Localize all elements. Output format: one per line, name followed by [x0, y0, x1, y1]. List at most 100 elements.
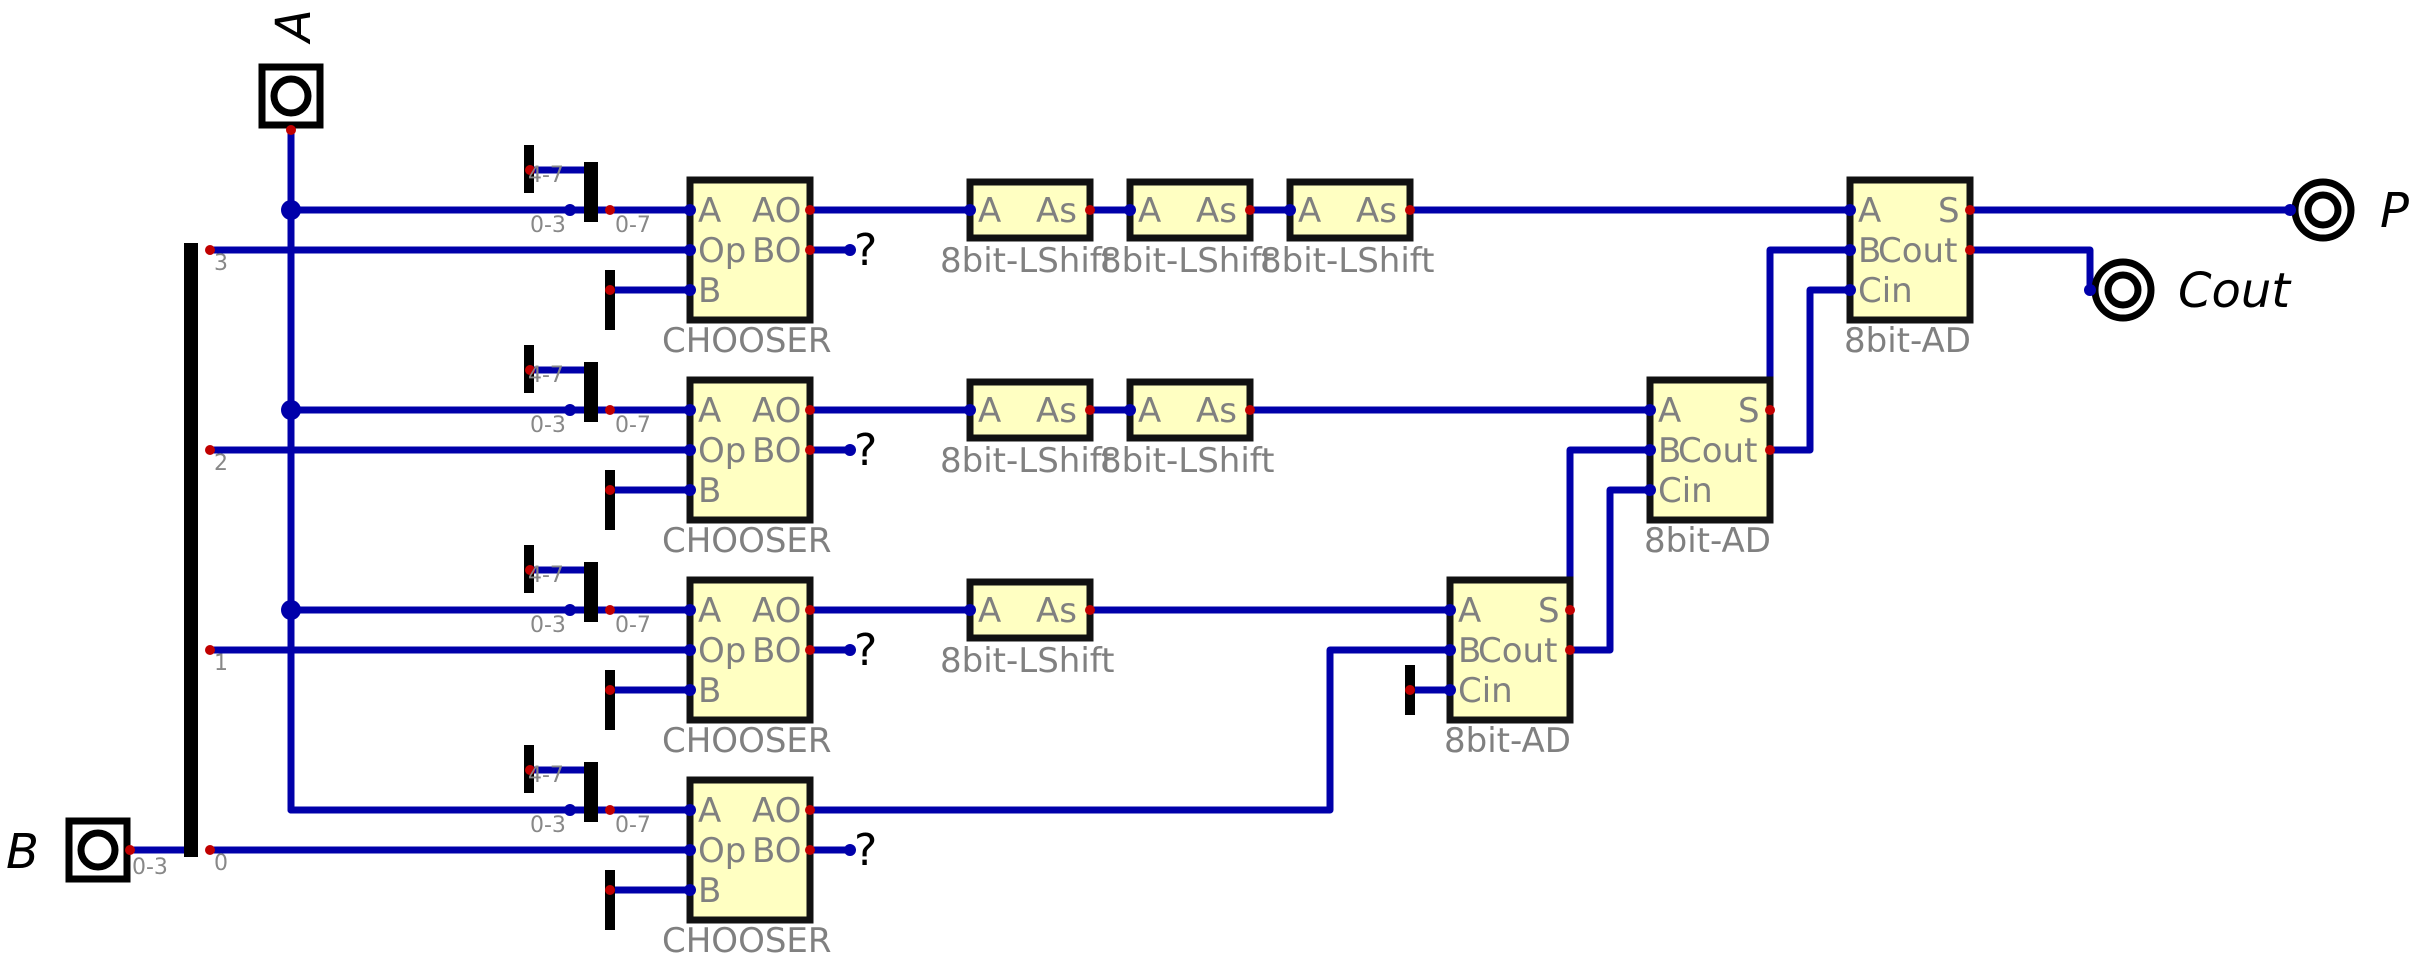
output-cout-label: Cout	[2178, 263, 2292, 319]
splitter-out-dot-2	[605, 405, 615, 415]
const-b-post-2	[605, 470, 615, 530]
chooser-4-out-bo-dot	[805, 845, 815, 855]
splitter-high-label-4: 4-7	[528, 763, 564, 788]
adder-3-in-cin-dot	[1844, 284, 1856, 296]
splitter-low-dot-2	[564, 404, 576, 416]
lshift-4-pin-as: As	[1036, 391, 1077, 431]
wire-adder2-cout-to-adder3-cin[interactable]	[1766, 286, 1854, 454]
adder-3-pin-cout: Cout	[1878, 231, 1957, 271]
lshift-4-out-dot	[1085, 405, 1095, 415]
chooser-1-in-a-dot	[684, 204, 696, 216]
adder-1-name: 8bit-AD	[1444, 721, 1571, 761]
chooser-2-bo-end-dot	[844, 444, 856, 456]
chooser-4-out-ao-dot	[805, 805, 815, 815]
output-p-pin-inner	[2304, 191, 2342, 229]
lshift-6-pin-as: As	[1036, 591, 1077, 631]
chooser-1-name: CHOOSER	[662, 321, 832, 361]
chooser-4-in-b-dot	[684, 884, 696, 896]
chooser-3-pin-b: B	[698, 671, 721, 711]
adder-1-out-cout-dot	[1565, 645, 1575, 655]
splitter-out-dot-3	[605, 605, 615, 615]
chooser-4-in-a-dot	[684, 804, 696, 816]
junction-dot-a-1	[281, 200, 301, 220]
lshift-6-out-dot	[1085, 605, 1095, 615]
splitter-low-dot-1	[564, 204, 576, 216]
chooser-1-pin-b: B	[698, 271, 721, 311]
chooser-2-unconnected-mark: ?	[854, 425, 877, 476]
lshift-5-name: 8bit-LShift	[1100, 441, 1274, 481]
chooser-3-in-op-dot	[684, 644, 696, 656]
lshift-6-pin-a: A	[978, 591, 1001, 631]
output-cout-pin-inner	[2104, 271, 2142, 309]
lshift-6-in-dot	[964, 604, 976, 616]
lshift-5-in-dot	[1124, 404, 1136, 416]
chooser-2-in-a-dot	[684, 404, 696, 416]
adder-1-pin-a: A	[1458, 591, 1481, 631]
wire-adder2-s-to-adder3-b[interactable]	[1766, 246, 1854, 414]
output-p-pin[interactable]	[2291, 178, 2355, 242]
output-p-label: P	[2380, 183, 2409, 239]
adder-2-out-s-dot	[1765, 405, 1775, 415]
const-b-post-1	[605, 270, 615, 330]
lshift-2-pin-a: A	[1138, 191, 1161, 231]
bus-bit-dot-3	[205, 845, 215, 855]
const-b-dot-2	[605, 485, 615, 495]
chooser-3-unconnected-mark: ?	[854, 625, 877, 676]
const-b-post-4	[605, 870, 615, 930]
junction-dot-a-3	[281, 600, 301, 620]
lshift-1-pin-as: As	[1036, 191, 1077, 231]
wire-adder1-cout-to-adder2-cin[interactable]	[1566, 486, 1654, 654]
adder-2-pin-b: B	[1658, 431, 1681, 471]
lshift-4-pin-a: A	[978, 391, 1001, 431]
output-cout-pin[interactable]	[2091, 258, 2155, 322]
bus-splitter-bar	[184, 243, 198, 857]
adder-3-pin-b: B	[1858, 231, 1881, 271]
chooser-1-pin-bo: BO	[752, 231, 802, 271]
chooser-1-in-op-dot	[684, 244, 696, 256]
adder-2-pin-cout: Cout	[1678, 431, 1757, 471]
junction-dot-a-2	[281, 400, 301, 420]
lshift-1-pin-a: A	[978, 191, 1001, 231]
adder-2-name: 8bit-AD	[1644, 521, 1771, 561]
splitter-high-dot-4	[525, 765, 535, 775]
lshift-6-name: 8bit-LShift	[940, 641, 1114, 681]
splitter-high-dot-1	[525, 165, 535, 175]
chooser-1-pin-ao: AO	[752, 191, 801, 231]
adder-2-in-cin-dot	[1644, 484, 1656, 496]
output-p-port-dot	[2284, 204, 2296, 216]
adder-1-in-b-dot	[1444, 644, 1456, 656]
chooser-3-pin-a: A	[698, 591, 721, 631]
splitter-bar-2	[584, 362, 598, 422]
chooser-2-out-ao-dot	[805, 405, 815, 415]
adder-1-pin-cout: Cout	[1478, 631, 1557, 671]
lshift-3-in-dot	[1284, 204, 1296, 216]
chooser-4-unconnected-mark: ?	[854, 825, 877, 876]
bus-bit-label-0: 3	[214, 251, 228, 276]
wire-adder3-cout-to-cout[interactable]	[1966, 246, 2094, 294]
adder-3-name: 8bit-AD	[1844, 321, 1971, 361]
bus-input-range-label: 0-3	[132, 855, 168, 880]
splitter-high-dot-3	[525, 565, 535, 575]
chooser-1-unconnected-mark: ?	[854, 225, 877, 276]
chooser-2-in-b-dot	[684, 484, 696, 496]
adder-3-out-cout-dot	[1965, 245, 1975, 255]
chooser-1-pin-a: A	[698, 191, 721, 231]
chooser-1-pin-op: Op	[698, 231, 746, 271]
wire-c4-to-adder1-b[interactable]	[806, 646, 1454, 814]
chooser-2-pin-a: A	[698, 391, 721, 431]
lshift-6[interactable]	[966, 578, 1094, 642]
wire-adder1-s-to-adder2-b[interactable]	[1566, 446, 1654, 614]
chooser-3-pin-ao: AO	[752, 591, 801, 631]
adder-3-pin-cin: Cin	[1858, 271, 1913, 311]
adder-1-pin-cin: Cin	[1458, 671, 1513, 711]
const-b-dot-4	[605, 885, 615, 895]
chooser-4-name: CHOOSER	[662, 921, 832, 961]
lshift-1-in-dot	[964, 204, 976, 216]
chooser-4-in-op-dot	[684, 844, 696, 856]
chooser-3[interactable]	[686, 576, 814, 724]
chooser-4-pin-b: B	[698, 871, 721, 911]
splitter-out-dot-4	[605, 805, 615, 815]
const-b-post-3	[605, 670, 615, 730]
const-b-dot-1	[605, 285, 615, 295]
lshift-2-pin-as: As	[1196, 191, 1237, 231]
